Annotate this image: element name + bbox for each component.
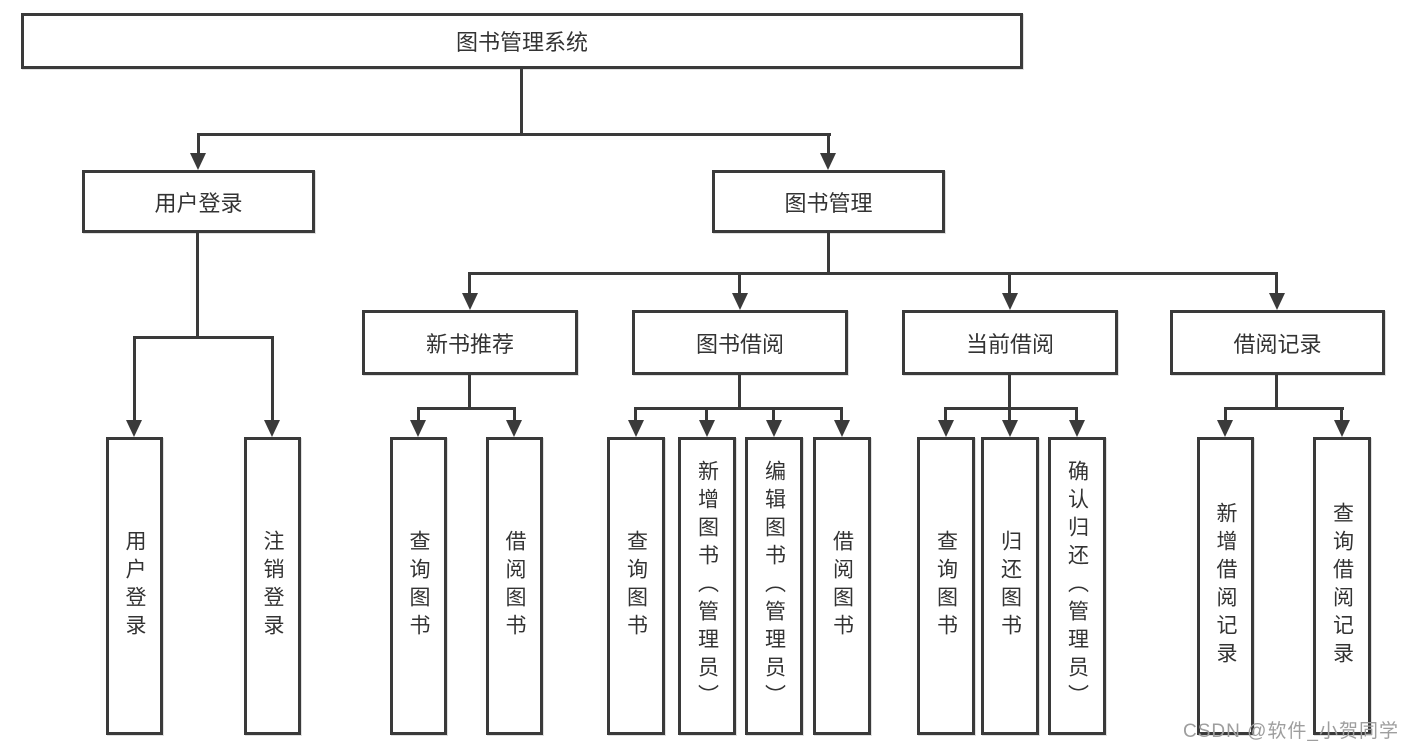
arrow-down-icon [834,420,850,437]
arrow-down-icon [766,420,782,437]
connector-line [417,407,516,410]
leaf-logout: 注销登录 [244,437,301,735]
arrow-down-icon [732,293,748,310]
leaf-query-books-current: 查询图书 [917,437,975,735]
connector-line [1275,272,1278,296]
leaf-edit-books-admin: 编辑图书（管理员） [745,437,803,735]
leaf-add-books-admin: 新增图书（管理员） [678,437,736,735]
node-root: 图书管理系统 [21,13,1023,69]
connector-line [827,233,830,272]
connector-line [772,407,775,423]
connector-line [468,272,1278,275]
connector-line [468,272,471,296]
leaf-return-books: 归还图书 [981,437,1039,735]
connector-line [468,375,471,407]
connector-line [1008,272,1011,296]
connector-line [738,375,741,407]
connector-line [1224,407,1227,423]
arrow-down-icon [410,420,426,437]
connector-line [133,336,274,339]
connector-line [634,407,843,410]
leaf-borrow-books-recommend: 借阅图书 [486,437,543,735]
leaf-query-books-borrowing: 查询图书 [607,437,665,735]
connector-line [196,233,199,336]
arrow-down-icon [1069,420,1085,437]
arrow-down-icon [1334,420,1350,437]
connector-line [840,407,843,423]
arrow-down-icon [628,420,644,437]
node-current-borrowing: 当前借阅 [902,310,1118,375]
arrow-down-icon [506,420,522,437]
connector-line [634,407,637,423]
arrow-down-icon [1002,293,1018,310]
connector-line [197,133,831,136]
arrow-down-icon [264,420,280,437]
arrow-down-icon [1002,420,1018,437]
node-book-management: 图书管理 [712,170,945,233]
leaf-user-login: 用户登录 [106,437,163,735]
connector-line [1275,375,1278,407]
connector-line [705,407,708,423]
connector-line [738,272,741,296]
connector-line [944,407,1078,410]
connector-line [513,407,516,423]
leaf-borrow-books-borrowing: 借阅图书 [813,437,871,735]
connector-line [1340,407,1343,423]
connector-line [1224,407,1344,410]
connector-line [520,69,523,133]
connector-line [133,336,136,421]
leaf-add-borrow-record: 新增借阅记录 [1197,437,1254,735]
connector-line [1008,407,1011,423]
connector-line [271,336,274,421]
node-new-book-recommend: 新书推荐 [362,310,578,375]
leaf-confirm-return-admin: 确认归还（管理员） [1048,437,1106,735]
connector-line [197,133,200,156]
arrow-down-icon [1217,420,1233,437]
arrow-down-icon [462,293,478,310]
connector-line [1008,375,1011,407]
connector-line [944,407,947,423]
node-borrowing-records: 借阅记录 [1170,310,1385,375]
arrow-down-icon [938,420,954,437]
leaf-query-books-recommend: 查询图书 [390,437,447,735]
watermark: CSDN @软件_小贺同学 [1183,721,1399,742]
node-book-borrowing: 图书借阅 [632,310,848,375]
connector-line [827,133,830,156]
leaf-query-borrow-record: 查询借阅记录 [1313,437,1371,735]
arrow-down-icon [126,420,142,437]
arrow-down-icon [699,420,715,437]
connector-line [1075,407,1078,423]
arrow-down-icon [820,153,836,170]
arrow-down-icon [190,153,206,170]
arrow-down-icon [1269,293,1285,310]
connector-line [417,407,420,423]
node-user-login: 用户登录 [82,170,315,233]
